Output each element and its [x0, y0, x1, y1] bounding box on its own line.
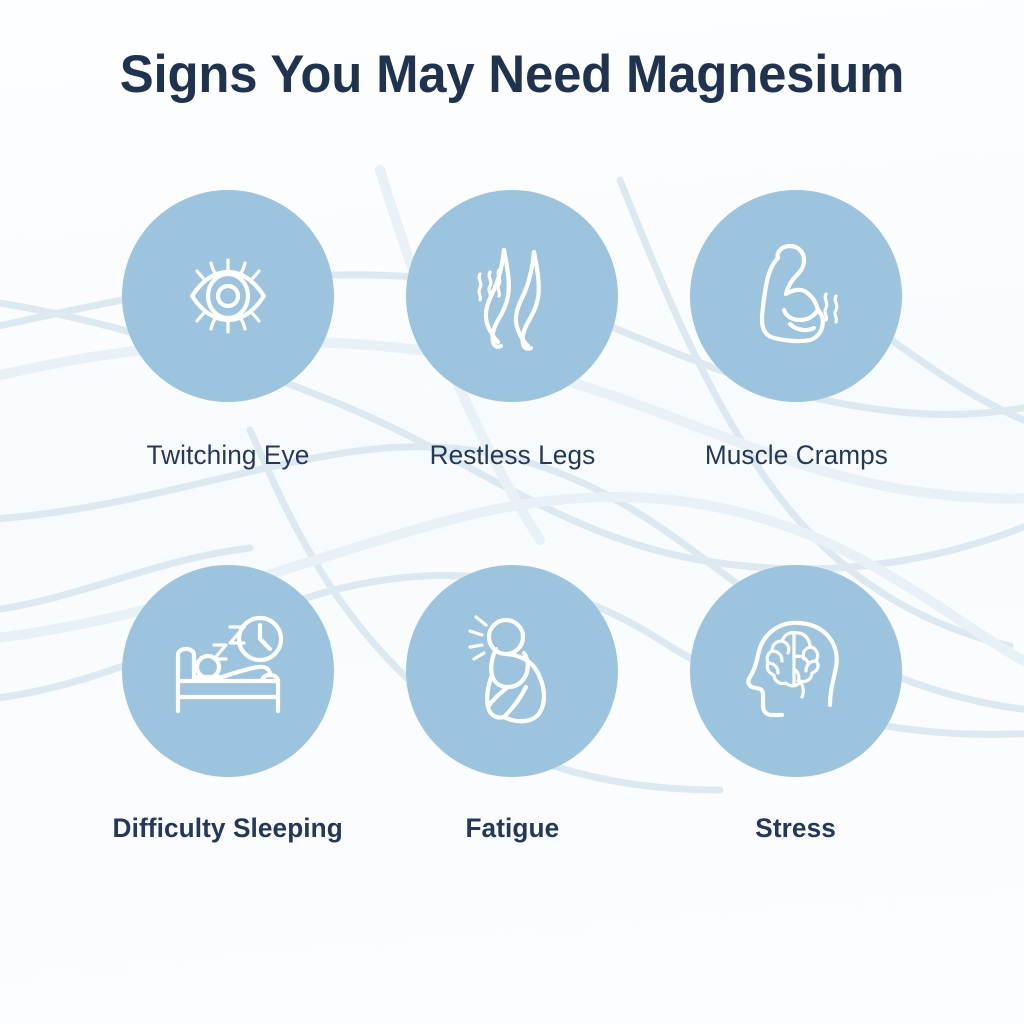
sign-label: Restless Legs: [429, 440, 595, 470]
sign-label: Difficulty Sleeping: [112, 813, 344, 843]
signs-row-bottom: Difficulty Sleeping: [0, 565, 1024, 844]
sign-item-restless-legs[interactable]: Restless Legs: [370, 190, 654, 471]
head-brain-icon: [746, 620, 839, 718]
sign-label: Twitching Eye: [146, 440, 310, 470]
icon-circle: [122, 190, 334, 402]
flexed-bicep-icon: [759, 243, 839, 344]
icon-circle: [406, 190, 618, 402]
page-title: Signs You May Need Magnesium: [119, 45, 905, 104]
sign-item-muscle-cramps[interactable]: Muscle Cramps: [654, 190, 938, 471]
signs-row-top: Twitching Eye: [0, 190, 1024, 471]
sign-label: Stress: [755, 813, 837, 843]
person-in-bed-clock-icon: [175, 615, 284, 714]
icon-circle: [690, 190, 902, 402]
icon-circle: [122, 565, 334, 777]
sign-item-stress[interactable]: Stress: [654, 565, 938, 844]
sign-item-twitching-eye[interactable]: Twitching Eye: [86, 190, 370, 471]
slumped-person-icon: [468, 615, 547, 724]
legs-icon: [477, 247, 541, 351]
sign-item-fatigue[interactable]: Fatigue: [370, 565, 654, 844]
sign-label: Muscle Cramps: [704, 440, 888, 470]
icon-circle: [690, 565, 902, 777]
sign-label: Fatigue: [465, 813, 559, 843]
sign-item-difficulty-sleeping[interactable]: Difficulty Sleeping: [86, 565, 370, 844]
icon-circle: [406, 565, 618, 777]
signs-grid: Twitching Eye: [0, 190, 1024, 844]
eye-icon: [189, 258, 267, 334]
